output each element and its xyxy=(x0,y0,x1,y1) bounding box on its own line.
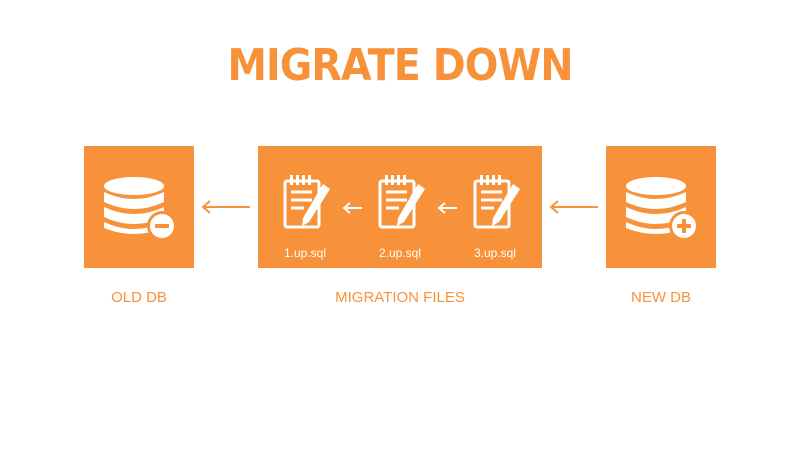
notepad-pencil-icon xyxy=(378,175,425,229)
old-db-label: OLD DB xyxy=(111,289,167,306)
file-name: 2.up.sql xyxy=(378,246,422,260)
new-db-label: NEW DB xyxy=(631,289,691,306)
file-name: 3.up.sql xyxy=(473,246,517,260)
arrow-left-icon xyxy=(549,200,598,214)
migration-file: 1.up.sql xyxy=(258,146,352,268)
file-name: 1.up.sql xyxy=(283,246,327,260)
migration-files-label: MIGRATION FILES xyxy=(335,289,465,306)
migration-files-box: 1.up.sql 2.up.sql xyxy=(258,146,542,268)
notepad-pencil-icon xyxy=(473,175,520,229)
migration-file: 3.up.sql xyxy=(448,146,542,268)
database-minus-icon xyxy=(104,177,177,241)
notepad-pencil-icon xyxy=(283,175,330,229)
database-plus-icon xyxy=(626,177,699,241)
arrow-left-icon xyxy=(342,202,362,214)
arrow-left-icon xyxy=(201,200,250,214)
new-db-box xyxy=(606,146,716,268)
page-title: MIGRATE DOWN xyxy=(227,40,573,91)
arrow-left-icon xyxy=(437,202,457,214)
old-db-box xyxy=(84,146,194,268)
migration-file: 2.up.sql xyxy=(353,146,447,268)
